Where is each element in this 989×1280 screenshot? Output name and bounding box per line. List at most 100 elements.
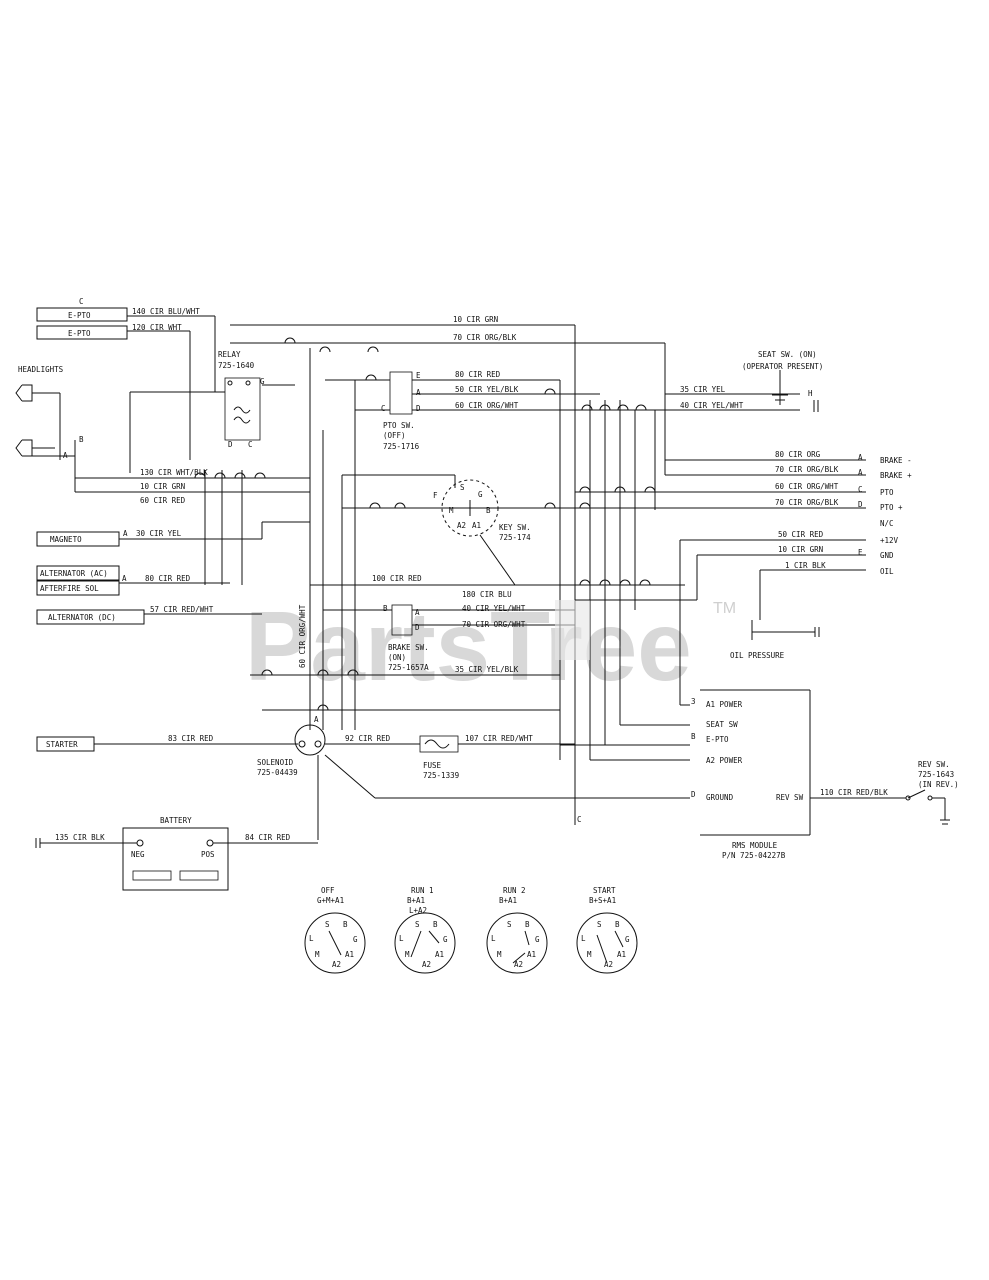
brake-b: B — [383, 604, 388, 613]
wire-35-yel-blk: 35 CIR YEL/BLK — [455, 665, 519, 674]
key-position-combo: G+M+A1 — [317, 896, 344, 905]
battery-body — [122, 827, 229, 891]
key-position-title: RUN 1 — [411, 886, 434, 895]
pto-sw-2: (OFF) — [383, 431, 406, 440]
wire-70-org-blk-right: 70 CIR ORG/BLK — [775, 465, 839, 474]
alt-dc-label: ALTERNATOR (DC) — [48, 613, 116, 622]
alternator-ac: ALTERNATOR (AC) AFTERFIRE SOL — [36, 565, 120, 596]
magneto-label: MAGNETO — [50, 535, 82, 544]
brake-a: A — [415, 608, 420, 617]
key-position-pin: M — [405, 950, 410, 959]
rev-sw-1: REV SW. — [918, 760, 950, 769]
module-pin-label: A1 POWER — [706, 700, 743, 709]
epto-label-1: E-PTO — [68, 311, 91, 320]
key-position-title: OFF — [321, 886, 335, 895]
wire-50-yel-blk: 50 CIR YEL/BLK — [455, 385, 519, 394]
oil-pressure-label: OIL PRESSURE — [730, 651, 785, 660]
magneto-pin: A — [123, 529, 128, 538]
key-position-pin: S — [415, 920, 420, 929]
key-position-pin: A1 — [435, 950, 444, 959]
key-position-pin: S — [597, 920, 602, 929]
solenoid: A SOLENOID 725-04439 — [257, 715, 326, 777]
wire-107: 107 CIR RED/WHT — [465, 734, 533, 743]
engine-terminal-label: N/C — [880, 519, 894, 528]
wire-135: 135 CIR BLK — [55, 833, 105, 842]
key-position-link — [512, 952, 526, 964]
relay-c: C — [248, 440, 253, 449]
key-position-link — [428, 930, 440, 944]
key-position-pin: A1 — [617, 950, 626, 959]
key-position-pin: A2 — [332, 960, 341, 969]
pto-switch: E A C D PTO SW. (OFF) 725-1716 — [381, 371, 421, 451]
pto-a: A — [416, 388, 421, 397]
engine-terminal-label: +12V — [880, 536, 899, 545]
key-position-pin: M — [315, 950, 320, 959]
key-position-dial — [486, 912, 548, 974]
starter: STARTER — [36, 736, 95, 752]
engine-terminal-label: PTO + — [880, 503, 903, 512]
wire-130: 130 CIR WHT/BLK — [140, 468, 208, 477]
key-f: F — [433, 491, 438, 500]
key-position-pin: L — [309, 934, 314, 943]
key-position-combo: B+A1 — [499, 896, 517, 905]
fuse-body — [419, 735, 459, 753]
brake-switch: B A D BRAKE SW. (ON) 725-1657A — [383, 604, 429, 672]
key-m: M — [449, 506, 454, 515]
watermark: PartsTree — [245, 591, 692, 701]
key-switch: S G F M B A2 A1 KEY SW. 725-174 — [433, 479, 531, 542]
key-position-pin: A2 — [604, 960, 613, 969]
engine-terminal-letter: E — [858, 548, 863, 557]
brake-sw-3: 725-1657A — [388, 663, 429, 672]
wire-80-red-alt: 80 CIR RED — [145, 574, 191, 583]
rev-switch: REV SW. 725-1643 (IN REV.) — [905, 760, 959, 825]
key-position-pin: B — [525, 920, 530, 929]
key-position-combo: B+A1 — [407, 896, 425, 905]
key-position-pin: G — [625, 935, 630, 944]
engine-terminal-label: BRAKE - — [880, 456, 912, 465]
engine-terminal-label: OIL — [880, 567, 894, 576]
wire-140: 140 CIR BLU/WHT — [132, 307, 200, 316]
relay-body — [224, 377, 261, 441]
wire-70-org-blk-right2: 70 CIR ORG/BLK — [775, 498, 839, 507]
engine-terminal-label: GND — [880, 551, 894, 560]
pin-b: B — [79, 435, 84, 444]
wire-84: 84 CIR RED — [245, 833, 291, 842]
pto-sw-3: 725-1716 — [383, 442, 420, 451]
seat-switch: SEAT SW. (ON) (OPERATOR PRESENT) H — [742, 350, 823, 412]
module-pin-label: A2 POWER — [706, 756, 743, 765]
battery-cell-2 — [179, 870, 219, 881]
key-position-pin: G — [535, 935, 540, 944]
alternator-dc: ALTERNATOR (DC) — [36, 609, 145, 625]
pto-e: E — [416, 371, 421, 380]
watermark-tm: TM — [713, 600, 736, 617]
relay-d: D — [228, 440, 233, 449]
magneto: MAGNETO — [36, 531, 120, 547]
epto-c-label: C — [79, 297, 84, 306]
rev-sw-label: REV SW — [776, 793, 804, 802]
module-pin-label: E-PTO — [706, 735, 729, 744]
key-b: B — [486, 506, 491, 515]
key-a1: A1 — [472, 521, 481, 530]
wire-40-yel-wht-mid: 40 CIR YEL/WHT — [462, 604, 526, 613]
key-position-pin: M — [587, 950, 592, 959]
key-position-pin: G — [353, 935, 358, 944]
epto-box-1 — [36, 307, 128, 322]
key-position-pin: G — [443, 935, 448, 944]
key-position-combo2: L+A2 — [409, 906, 427, 915]
brake-switch-body — [391, 604, 413, 636]
solenoid-2: 725-04439 — [257, 768, 298, 777]
wire-57: 57 CIR RED/WHT — [150, 605, 214, 614]
alt-ac-box — [36, 565, 120, 581]
key-position-title: RUN 2 — [503, 886, 526, 895]
wire-60-org-wht-top: 60 CIR ORG/WHT — [455, 401, 519, 410]
relay: RELAY 725-1640 G D C — [218, 350, 265, 449]
pto-sw-1: PTO SW. — [383, 421, 415, 430]
seat-h: H — [808, 389, 813, 398]
wire-83: 83 CIR RED — [168, 734, 214, 743]
wire-10-grn-left: 10 CIR GRN — [140, 482, 185, 491]
